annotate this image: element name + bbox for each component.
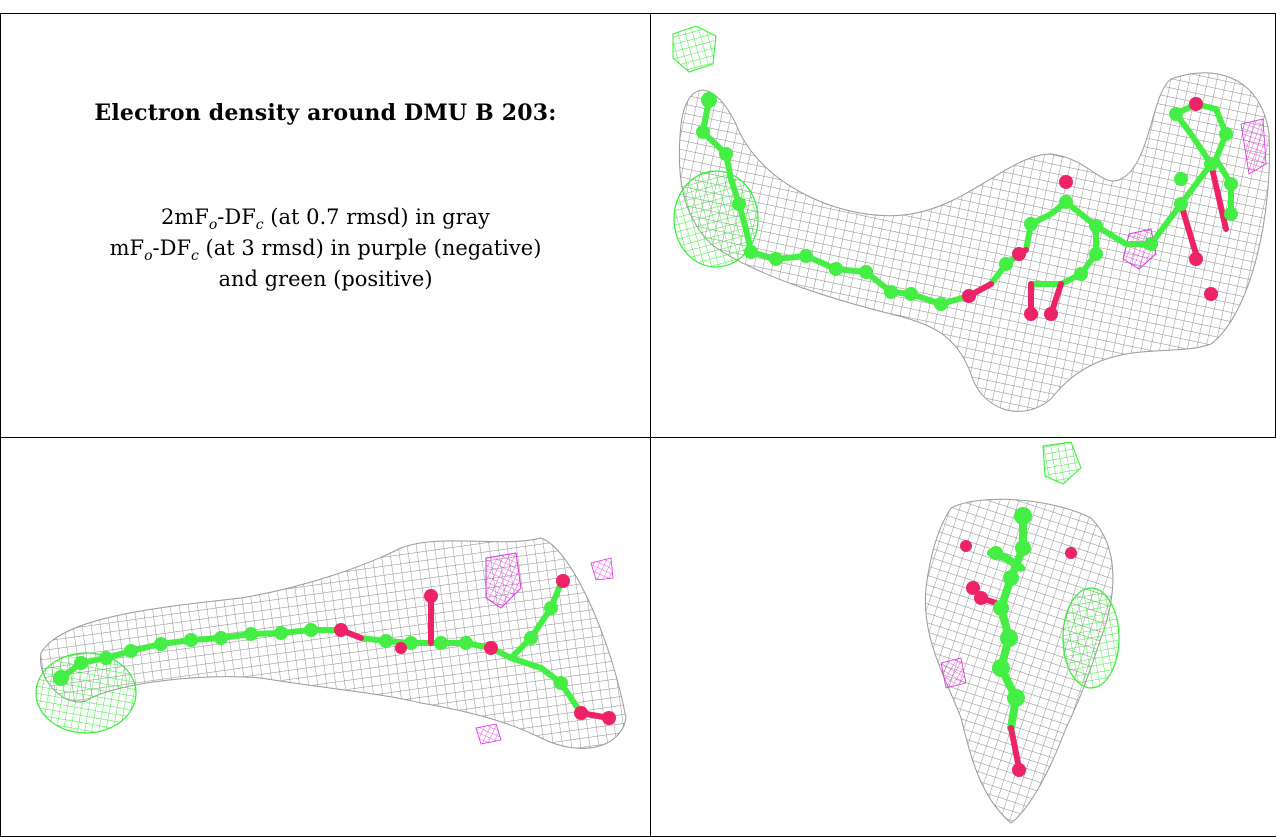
density-negative-mesh [485,552,522,609]
caption-line1-mid: -DF [217,205,256,229]
table-border-top [0,13,1276,14]
density-negative-mesh [475,723,502,745]
table-border-center [650,13,651,837]
density-negative-mesh [590,557,614,581]
density-view-3 [651,438,1275,836]
density-positive-mesh [672,25,717,73]
carbon-atoms [989,507,1032,707]
density-negative-mesh [1240,118,1267,175]
oxygen-atoms [960,540,1077,777]
density-view-1 [651,14,1275,437]
density-positive-mesh [1042,441,1082,485]
caption-line1-sub1: o [208,217,218,234]
caption-line1-pre: 2mF [160,205,209,229]
molecule-view-icon [35,537,627,749]
oxygen-atoms [334,574,616,725]
molecule-view-icon [924,441,1120,824]
caption-line2-post: (at 3 rmsd) in purple (negative) [198,236,542,260]
caption-cell: Electron density around DMU B 203: 2mFo-… [1,14,650,437]
carbon-atoms [696,92,1238,311]
caption-line-2fofc: 2mFo-DFc (at 0.7 rmsd) in gray [1,202,650,233]
caption-body: 2mFo-DFc (at 0.7 rmsd) in gray mFo-DFc (… [1,202,650,295]
density-2fofc-mesh [40,537,627,749]
caption-title: Electron density around DMU B 203: [94,100,557,126]
density-2fofc-mesh [678,72,1270,412]
density-positive-mesh [1062,587,1120,689]
caption-line2-sub1: o [144,248,153,265]
table-border-left [0,13,1,837]
carbon-atoms [53,601,568,690]
caption-line-positive: and green (positive) [218,267,433,291]
caption-line-fofc: mFo-DFc (at 3 rmsd) in purple (negative) [1,233,650,264]
density-negative-mesh [940,657,967,689]
caption-line2-sub2: c [191,248,199,265]
oxygen-atoms [962,97,1218,321]
caption-line1-post: (at 0.7 rmsd) in gray [263,205,491,229]
density-2fofc-mesh [924,498,1114,824]
molecule-view-icon [672,25,1270,412]
caption-line2-pre: mF [109,236,145,260]
table-border-middle [0,437,1276,438]
density-view-2 [1,438,650,836]
caption-line1-sub2: c [255,217,264,234]
caption-line2-mid: -DF [152,236,192,260]
